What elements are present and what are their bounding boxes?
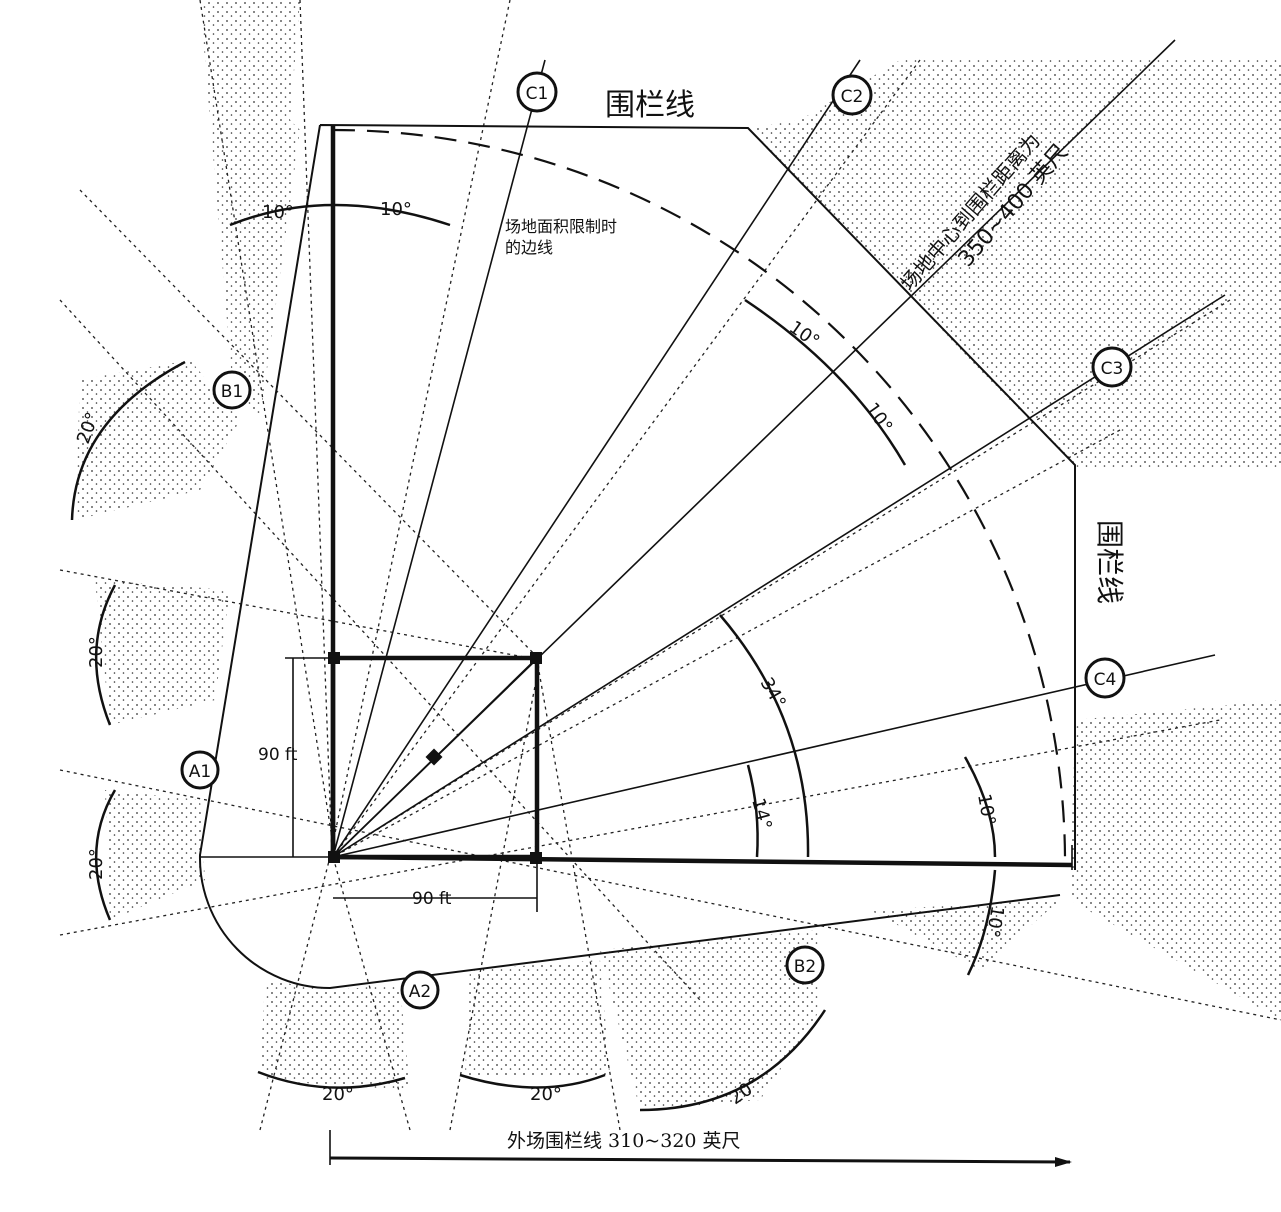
zone-outside-fence-right [1070,700,1281,1020]
stippled-zones [75,0,1281,1110]
infield-diamond [328,125,1073,870]
angles-center-34: 34° [756,674,790,712]
angles-top-right: 10° [380,199,412,220]
zone-left-a1 [105,790,205,920]
angles-upper-mid-1: 10° [785,317,823,353]
first-base [530,852,542,864]
angles-center-14: 14° [747,796,776,832]
point-c1: C1 [516,71,558,113]
point-c3: C3 [1091,346,1133,388]
outfield-fence-label: 外场围栏线 310~320 英尺 [507,1130,741,1152]
points-A1: A1 [189,762,211,782]
point-c4: C4 [1084,657,1126,699]
zone-bottom-a2 [260,980,410,1090]
second-base [530,652,542,664]
points-B2: B2 [794,957,816,977]
point-a2: A2 [400,970,440,1010]
fence-label-right: 围栏线 [1093,520,1126,604]
points-A2: A2 [409,982,431,1002]
zone-bottom-middle [465,960,610,1075]
point-b2: B2 [785,945,825,985]
guide-lines [59,0,1281,1131]
angles-bottom-1: 20° [322,1084,354,1105]
points-B1: B1 [221,382,243,402]
limited-boundary-arc [332,128,1067,858]
point-b1: B1 [212,370,252,410]
point-a1: A1 [180,750,220,790]
base-distance-horizontal: 90 ft [412,889,452,909]
home-plate [328,851,340,863]
third-base [328,652,340,664]
zone-top-left [200,0,300,420]
zone-left-b1 [75,360,240,520]
points-C4: C4 [1094,670,1117,690]
zone-left-middle [95,580,230,725]
angles-right-upper: 10° [973,792,999,827]
angles-upper-mid-2: 10° [861,399,897,437]
fence-label-top: 围栏线 [605,88,695,123]
points-C3: C3 [1101,359,1124,379]
angle-arcs [70,203,997,1112]
points-C1: C1 [526,84,549,104]
points-C2: C2 [841,87,864,107]
zone-outside-fence-top [750,60,1281,470]
zone-b2-right [870,900,1060,970]
limited-boundary-label-1: 场地面积限制时 [505,217,617,236]
base-distance-vertical: 90 ft [258,745,298,765]
pitchers-mound [425,748,443,766]
point-c2: C2 [831,74,873,116]
angles-bottom-2: 20° [530,1084,562,1105]
zone-bottom-b2 [600,930,820,1110]
angles-top-left: 10° [262,202,294,223]
limited-boundary-label-2: 的边线 [505,238,553,257]
dimension-lines [285,657,1072,1167]
angles-left-3: 20° [86,848,107,880]
point-markers: A1 A2 B1 B2 C1 C2 C3 C4 [180,71,1133,1010]
angles-left-2: 20° [86,636,107,668]
